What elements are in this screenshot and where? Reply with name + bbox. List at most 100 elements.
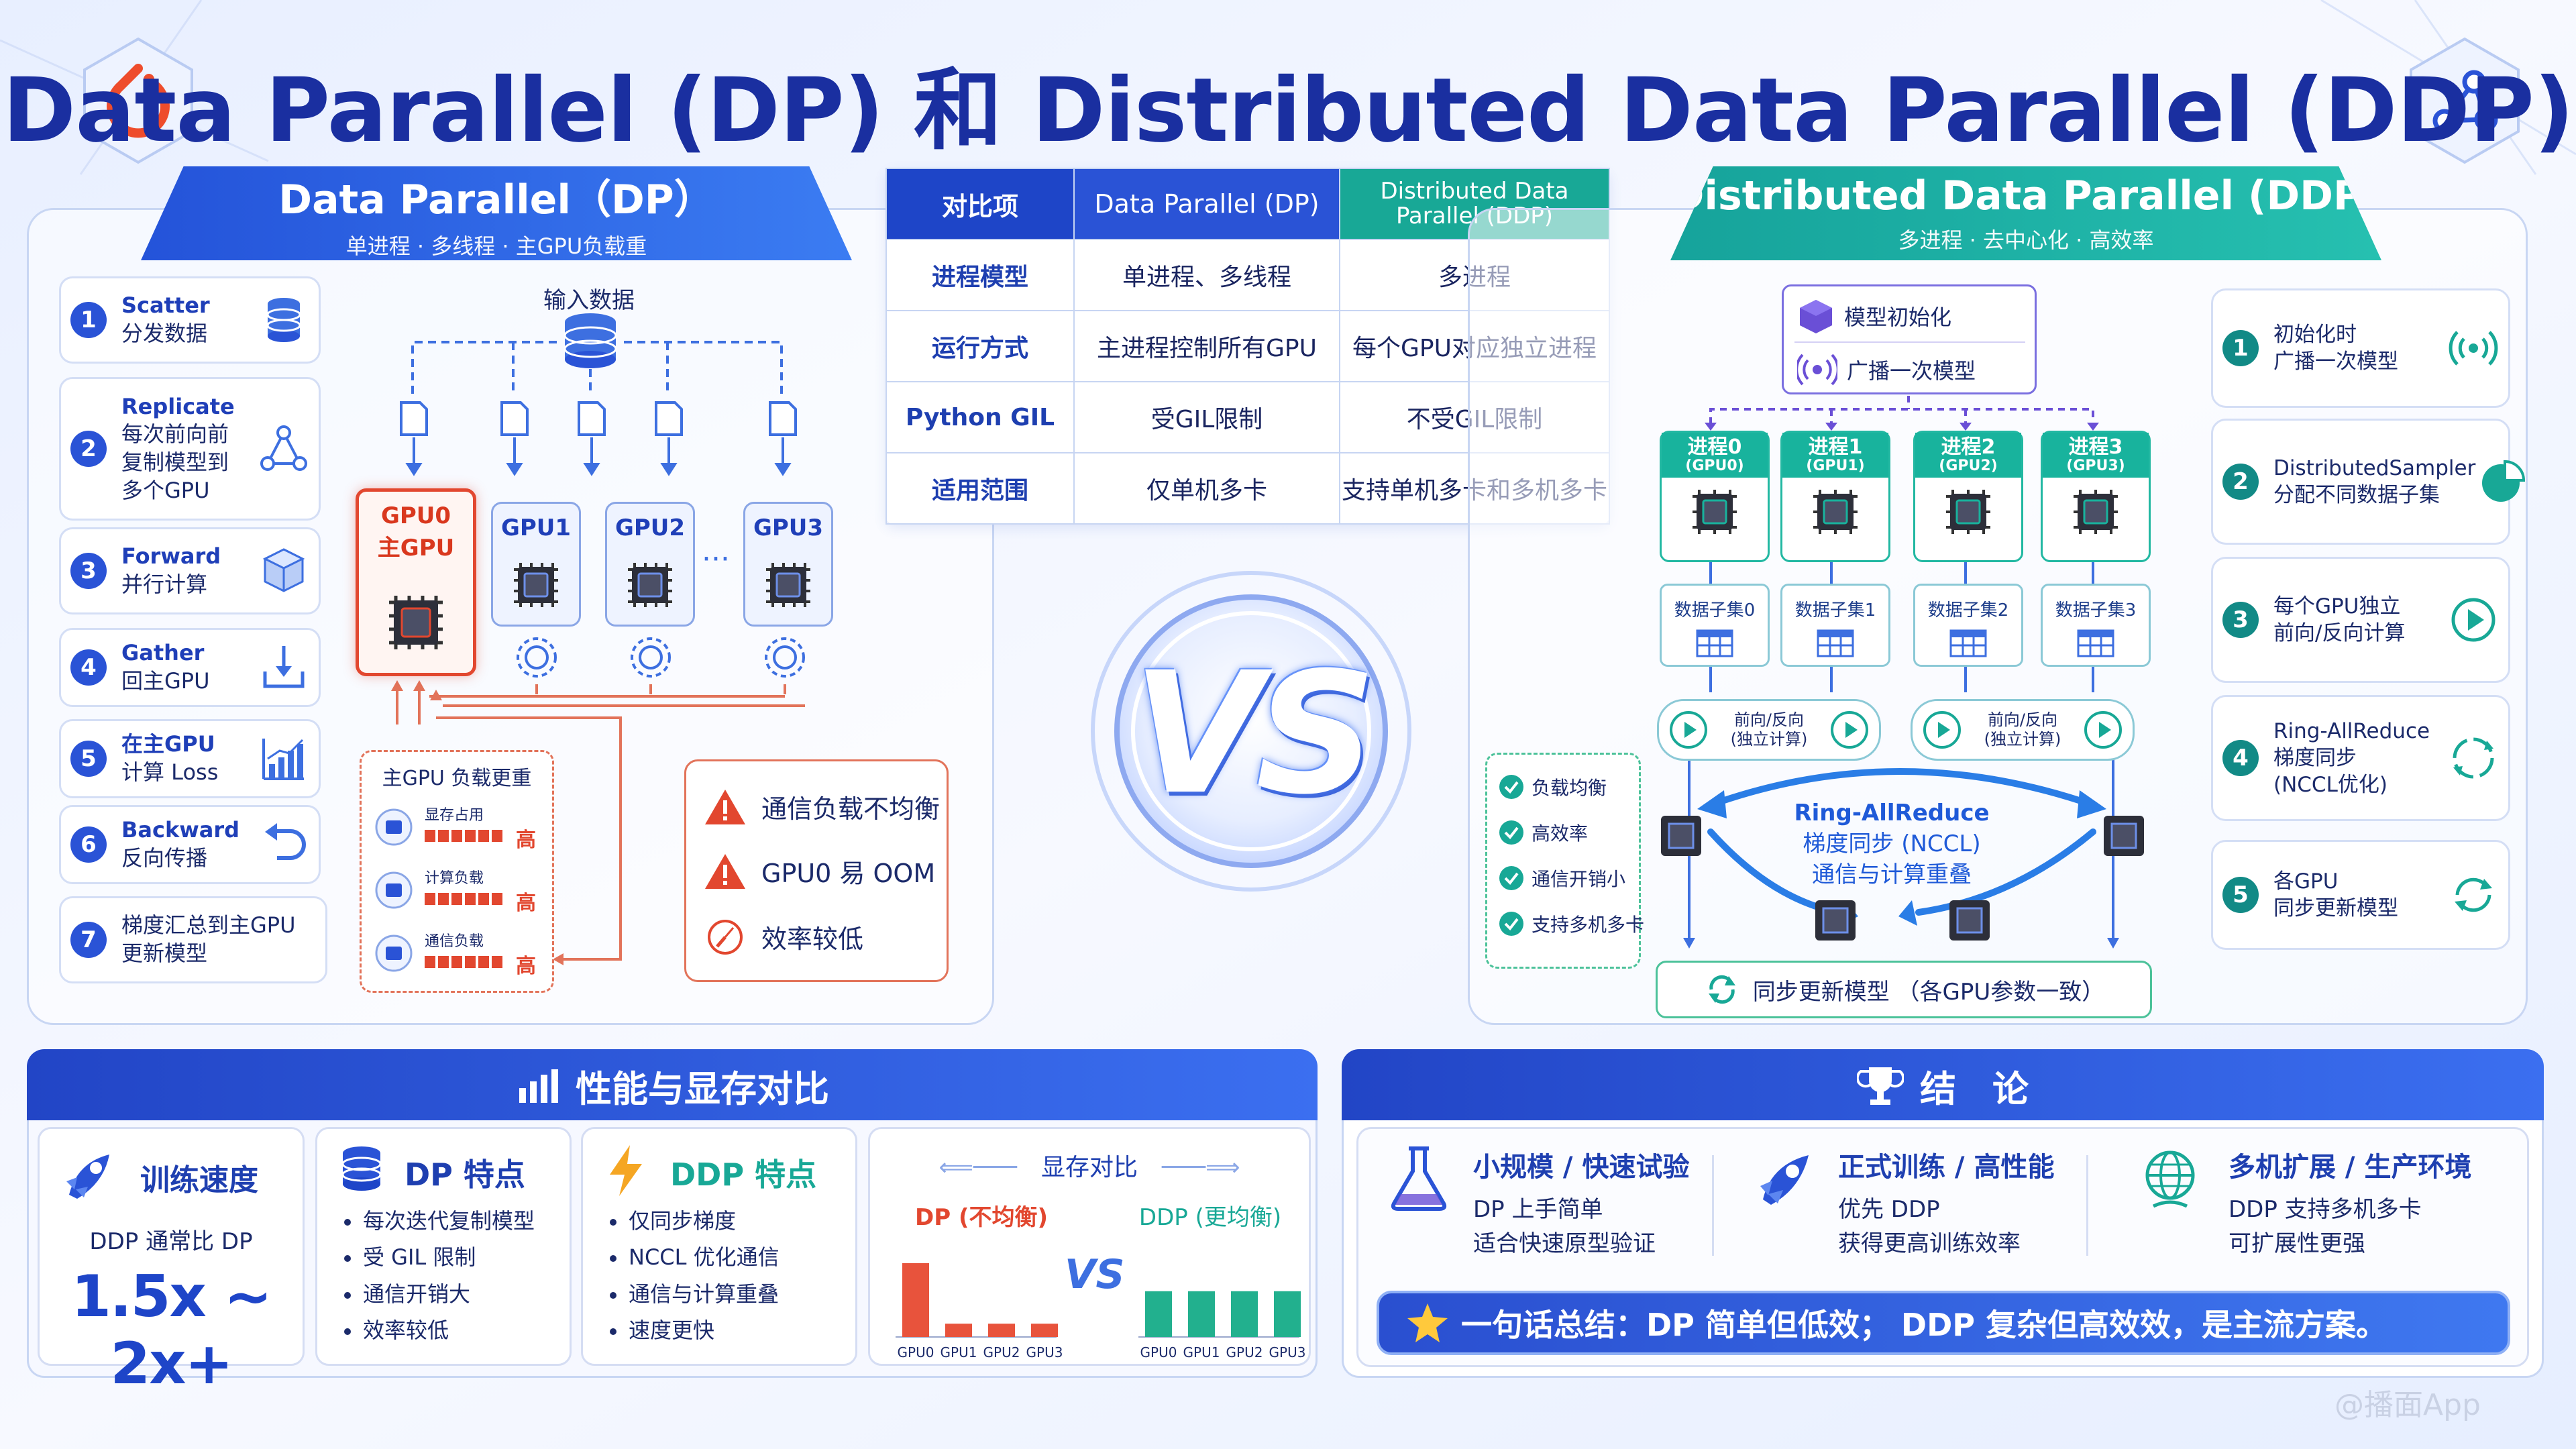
warning-row: 效率较低 [704,917,863,956]
gauge-icon [708,920,743,955]
dp-memory-bar [945,1324,972,1337]
conclusion-text: DP 上手简单 适合快速原型验证 [1473,1196,1656,1257]
broadcast-label: 广播一次模型 [1847,358,1976,384]
lightning-icon [610,1145,642,1196]
warning-icon [705,854,745,889]
ring-label-1: Ring-AllReduce [1794,800,1990,826]
load-bar [425,830,505,842]
vs-emblem: VS [1077,557,1426,906]
bar-tick-label: GPU2 [983,1344,1020,1360]
conclusion-heading: 多机扩展 / 生产环境 [2229,1152,2472,1183]
ddp-banner: Distributed Data Parallel (DDP) 多进程 · 去中… [1670,166,2381,260]
step-text: 初始化时 广播一次模型 [2273,322,2398,374]
ddp-memory-bar [1231,1291,1258,1337]
chip-icon [1815,900,1856,941]
gear-icons [517,637,805,678]
conclusion-item-2: 正式训练 / 高性能优先 DDP 获得更高训练效率 [1838,1147,2054,1261]
load-value: 高 [516,955,536,978]
speed-subtitle: DDP 通常比 DP [89,1228,253,1255]
load-label: 显存占用 [425,807,484,824]
forward-backward-label: 前向/反向 (独立计算) [1730,710,1808,749]
step-heading: Scatter [121,292,210,319]
bar-tick-label: GPU3 [1026,1344,1063,1360]
cube-icon [262,548,305,592]
conclusion-item-1: 小规模 / 快速试验 DP 上手简单 适合快速原型验证 [1473,1147,1689,1261]
benefits-box: 负载均衡 高效率 通信开销小 支持多机多卡 [1485,753,1644,969]
table-cell: Python GIL [885,381,1075,453]
chip-icon [1661,816,1701,856]
play-icon [1923,711,1961,749]
chip-icon [389,596,443,649]
sync-update-box: 同步更新模型 （各GPU参数一致） [1656,961,2152,1018]
download-icon [263,646,305,688]
step-desc: 每次前向前 复制模型到 多个GPU [121,421,229,503]
check-icon [1499,775,1523,799]
warning-row: 通信负载不均衡 [704,787,940,826]
gpu-ellipsis: ··· [702,542,730,576]
gpu1-box: GPU1 [491,502,581,627]
ring-label-2: 梯度同步 (NCCL) [1803,830,1981,857]
summary-bar: 一句话总结：DP 简单但低效； DDP 复杂但高效效，是主流方案。 [1377,1291,2510,1355]
dp-warnings-box: 通信负载不均衡 GPU0 易 OOM 效率较低 [684,759,949,982]
watermark: @播面App [2334,1388,2481,1422]
chip-icon [1693,489,1737,534]
load-bar [425,893,505,905]
data-subset-label: 数据子集1 [1794,600,1876,621]
model-init-row: 模型初始化 [1797,297,1951,335]
ddp-step: 5 各GPU 同步更新模型 [2211,840,2510,950]
ddp-step: 2 DistributedSampler 分配不同数据子集 [2211,419,2526,545]
step-number: 4 [70,649,107,686]
step-number: 3 [2222,602,2259,638]
load-bar [425,956,505,968]
sync-label: 同步更新模型 （各GPU参数一致） [1752,978,2105,1006]
memory-icon [375,808,413,846]
feature-item: 每次迭代复制模型 [344,1203,535,1239]
conclusion-heading: 小规模 / 快速试验 [1473,1152,1690,1183]
step-heading: Gather [121,640,205,666]
step-heading: Backward [121,817,240,843]
share-icon [260,425,307,471]
vs-text: VS [1132,636,1377,831]
process-label: 进程0 [1687,435,1742,459]
gpu0-main-box: GPU0 主GPU [356,488,476,676]
bar-tick-label: GPU0 [898,1344,934,1360]
table-cell: 主进程控制所有GPU [1073,310,1340,382]
ddp-features-title: DDP 特点 [670,1157,817,1193]
step-text: 各GPU 同步更新模型 [2273,869,2398,920]
rocket-icon [1760,1155,1809,1205]
table-icon [1696,629,1733,657]
ddp-memory-bar [1145,1291,1172,1337]
process-header: 进程2(GPU2) [1915,433,2021,478]
pytorch-logo [72,35,204,166]
feature-item: NCCL 优化通信 [610,1239,780,1275]
chip-icon [628,563,672,607]
divider [2086,1155,2088,1256]
ddp-memory-bar [1188,1291,1215,1337]
document-icons [400,401,797,436]
play-icon [2451,598,2496,642]
arrow-right-icon: ───⟹ [1162,1154,1240,1181]
process-gpu: (GPU3) [2066,457,2125,474]
bar-tick-label: GPU2 [1226,1344,1263,1360]
step-heading: 在主GPU [121,731,215,757]
step-number: 5 [70,741,107,777]
bullet-dot [610,1291,616,1299]
ddp-step: 3 每个GPU独立 前向/反向计算 [2211,557,2510,683]
bullet-dot [610,1219,616,1226]
step-text: Ring-AllReduce 梯度同步 (NCCL优化) [2273,718,2430,798]
broadcast-icon [2449,331,2498,366]
bar-tick-label: GPU3 [1269,1344,1306,1360]
divider [1712,1155,1714,1256]
step-heading: 梯度汇总到主GPU [121,912,296,938]
data-subset-box: 数据子集2 [1913,584,2023,667]
gpu2-box: GPU2 [605,502,695,627]
bar-tick-label: GPU1 [941,1344,977,1360]
memory-title-row: ⟸─── 显存对比 ───⟹ [870,1148,1309,1183]
